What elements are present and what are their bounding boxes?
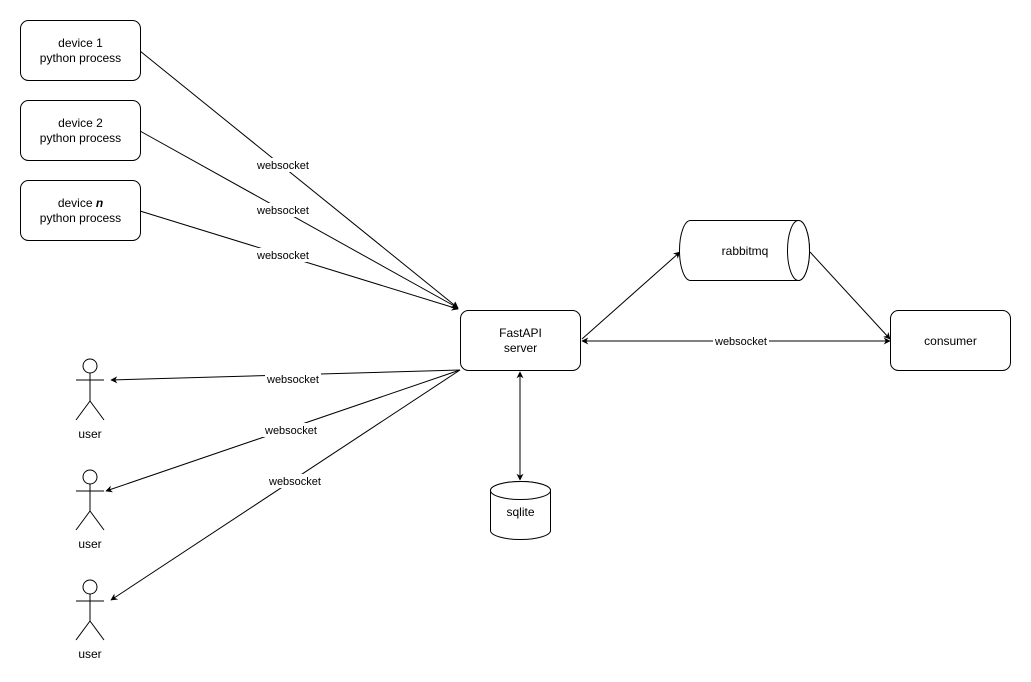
edge-label-device-1: websocket xyxy=(255,158,311,172)
edge-label-device-1-text: websocket xyxy=(256,160,309,172)
edge-device-1-to-server xyxy=(139,50,459,309)
edge-label-user-3-text: websocket xyxy=(268,476,321,488)
device-2-node[interactable]: device 2 python process xyxy=(20,100,141,161)
device-1-title: device 1 xyxy=(58,36,103,50)
sqlite-database-node[interactable]: sqlite xyxy=(490,481,551,540)
edge-label-consumer-text: websocket xyxy=(714,336,767,348)
user-3-icon xyxy=(82,579,98,595)
edge-label-device-2-text: websocket xyxy=(256,205,309,217)
user-1-label: user xyxy=(78,427,101,441)
device-n-subtitle: python process xyxy=(40,211,121,225)
user-2-actor[interactable]: user xyxy=(75,469,105,551)
device-n-title-prefix: device xyxy=(58,196,96,210)
device-2-title: device 2 xyxy=(58,116,103,130)
edge-label-user-1-text: websocket xyxy=(266,374,319,386)
device-n-title: device n xyxy=(58,196,103,210)
edge-label-device-n: websocket xyxy=(255,248,311,262)
edge-label-user-1: websocket xyxy=(265,372,321,386)
sqlite-label: sqlite xyxy=(506,505,534,519)
user-3-label: user xyxy=(78,647,101,661)
device-1-subtitle: python process xyxy=(40,51,121,65)
edge-label-user-2-text: websocket xyxy=(264,425,317,437)
consumer-node[interactable]: consumer xyxy=(890,310,1011,371)
edge-device-2-to-server xyxy=(139,130,459,309)
edge-label-device-2: websocket xyxy=(255,203,311,217)
edge-rabbitmq-to-consumer xyxy=(809,251,891,340)
edge-label-user-3: websocket xyxy=(267,474,323,488)
fastapi-server-node[interactable]: FastAPI server xyxy=(460,310,581,371)
consumer-label: consumer xyxy=(924,334,977,348)
device-n-title-variable: n xyxy=(96,196,103,210)
user-1-icon xyxy=(82,358,98,374)
device-1-node[interactable]: device 1 python process xyxy=(20,20,141,81)
edge-server-to-rabbitmq xyxy=(581,251,681,340)
rabbitmq-label: rabbitmq xyxy=(722,244,769,258)
edge-label-device-n-text: websocket xyxy=(256,250,309,262)
user-1-actor[interactable]: user xyxy=(75,358,105,441)
user-2-label: user xyxy=(78,537,101,551)
device-2-subtitle: python process xyxy=(40,131,121,145)
server-subtitle: server xyxy=(504,341,537,355)
rabbitmq-queue-node[interactable]: rabbitmq xyxy=(679,220,810,281)
device-n-node[interactable]: device n python process xyxy=(20,180,141,241)
user-3-actor[interactable]: user xyxy=(75,579,105,661)
user-2-icon xyxy=(82,469,98,485)
edge-label-consumer: websocket xyxy=(713,334,769,348)
server-title: FastAPI xyxy=(499,326,542,340)
edge-label-user-2: websocket xyxy=(263,423,319,437)
